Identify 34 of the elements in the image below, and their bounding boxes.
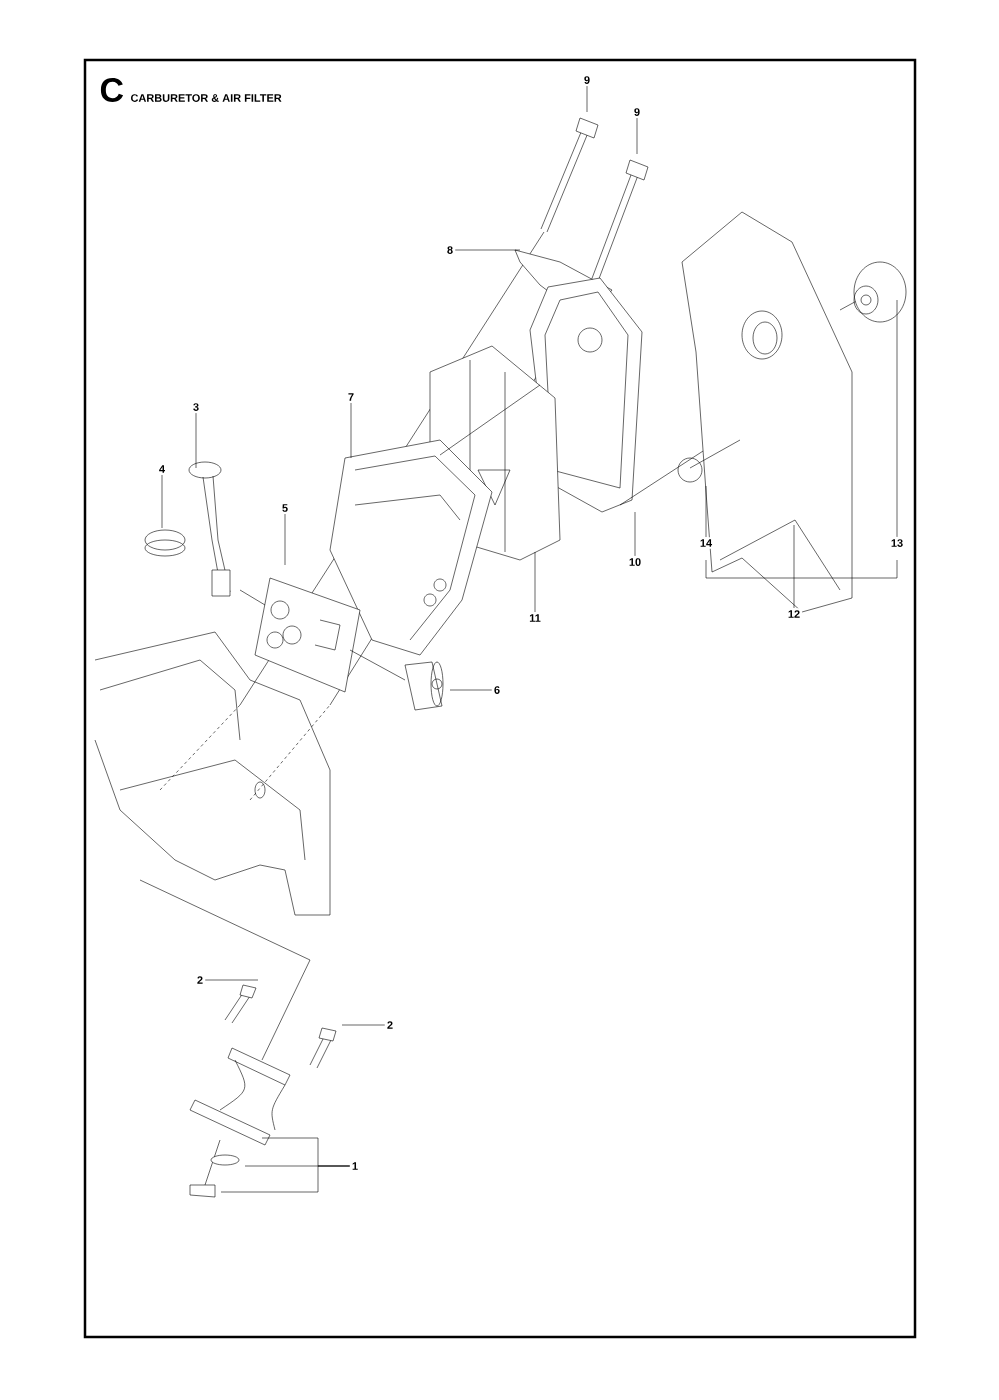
title: CARBURETOR & AIR FILTER xyxy=(130,94,282,102)
callout-number: 9 xyxy=(581,74,593,86)
callout-number: 4 xyxy=(156,463,168,475)
callout-number: 3 xyxy=(190,401,202,413)
leader-line xyxy=(341,1024,386,1026)
leader-line xyxy=(793,524,795,609)
callout-number: 13 xyxy=(888,537,906,549)
callout-number: 12 xyxy=(785,608,803,620)
leader-line xyxy=(705,485,707,538)
leader-line xyxy=(636,117,638,155)
leader-line xyxy=(220,1165,351,1193)
callout-number: 11 xyxy=(527,612,543,624)
leader-line xyxy=(161,474,163,529)
leader-line xyxy=(204,979,259,981)
leader-line xyxy=(284,513,286,566)
leader-line xyxy=(195,412,197,469)
leader-line xyxy=(449,689,493,691)
callout-number: 2 xyxy=(384,1019,396,1031)
callout-number: 5 xyxy=(279,502,291,514)
callout-number: 7 xyxy=(345,391,357,403)
leader-line xyxy=(586,85,588,113)
callout-number: 2 xyxy=(194,974,206,986)
leader-line xyxy=(634,511,636,557)
section-letter: C xyxy=(100,78,124,102)
callout-number: 8 xyxy=(444,244,456,256)
callout-number: 1 xyxy=(349,1160,361,1172)
leader-line xyxy=(896,299,898,538)
callout-number: 10 xyxy=(626,556,644,568)
callout-number: 9 xyxy=(631,106,643,118)
leader-line xyxy=(454,249,521,251)
callout-number: 14 xyxy=(697,537,715,549)
leader-line xyxy=(534,551,536,613)
callout-number: 6 xyxy=(491,684,503,696)
leader-line xyxy=(350,402,352,459)
